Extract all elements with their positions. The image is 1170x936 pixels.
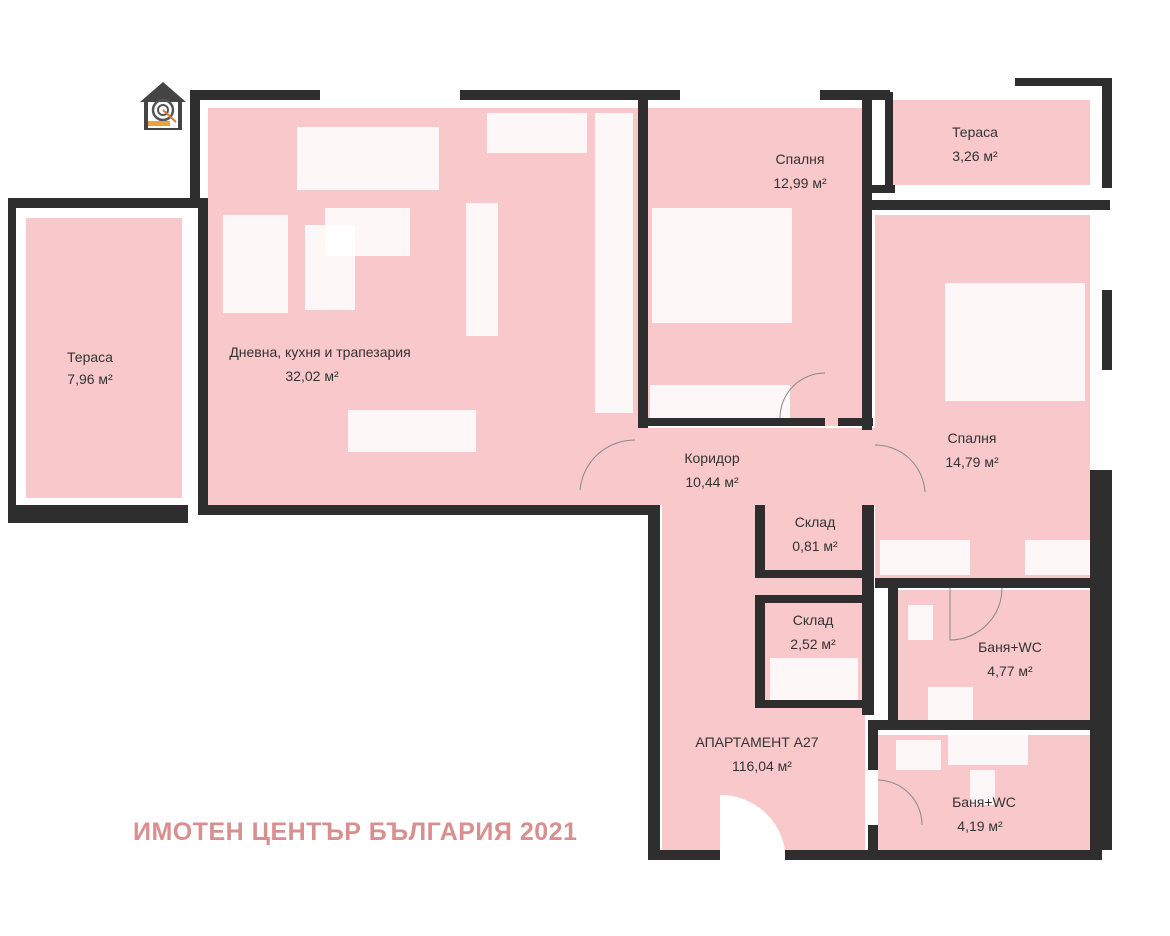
room-terrace-left bbox=[26, 218, 182, 498]
door-swing bbox=[949, 587, 1003, 641]
room-area: 4,19 м² bbox=[957, 818, 1003, 834]
toilet-icon bbox=[970, 770, 995, 805]
apartment-name: АПАРТАМЕНТ А27 bbox=[695, 734, 818, 750]
watermark: ИМОТЕН ЦЕНТЪР БЪЛГАРИЯ 2021 bbox=[133, 818, 578, 846]
room-area: 12,99 м² bbox=[773, 175, 827, 191]
stove-icon bbox=[487, 113, 587, 153]
furniture bbox=[223, 113, 1090, 805]
sink-icon bbox=[896, 740, 941, 770]
room-name: Баня+WC bbox=[978, 639, 1042, 655]
door-swing bbox=[779, 372, 826, 419]
room-name: Дневна, кухня и трапезария bbox=[229, 344, 410, 360]
room-name: Склад bbox=[793, 612, 834, 628]
tv-stand-icon bbox=[466, 203, 498, 336]
room-name: Склад bbox=[795, 514, 836, 530]
room-name: Спалня bbox=[776, 151, 825, 167]
room-area: 2,52 м² bbox=[790, 636, 836, 652]
sofa-icon bbox=[223, 215, 288, 313]
room-name: Тераса bbox=[67, 349, 113, 365]
room-name: Коридор bbox=[684, 450, 740, 466]
room-area: 10,44 м² bbox=[685, 474, 739, 490]
bathtub-icon bbox=[948, 735, 1028, 765]
bed-icon bbox=[652, 208, 792, 323]
sofa-icon bbox=[297, 127, 439, 190]
apartment-area: 116,04 м² bbox=[732, 758, 792, 774]
rug-icon bbox=[325, 208, 410, 256]
entrance-door bbox=[720, 794, 785, 850]
room-area: 14,79 м² bbox=[945, 454, 999, 470]
room-area: 4,77 м² bbox=[987, 663, 1033, 679]
room-terrace-top-right bbox=[893, 100, 1090, 185]
room-area: 3,26 м² bbox=[952, 148, 998, 164]
door-swing bbox=[874, 444, 926, 493]
kitchen-counter-icon bbox=[595, 113, 633, 413]
door-swing bbox=[579, 439, 636, 491]
walls bbox=[8, 78, 1112, 860]
room-area: 0,81 м² bbox=[792, 538, 838, 554]
room-fills bbox=[26, 100, 1090, 850]
wardrobe-icon bbox=[650, 385, 790, 418]
room-name: Тераса bbox=[952, 124, 998, 140]
room-area: 7,96 м² bbox=[67, 371, 113, 387]
room-name: Спалня bbox=[948, 430, 997, 446]
room-storage-1 bbox=[765, 510, 862, 570]
door-swing bbox=[877, 779, 923, 826]
house-target-logo bbox=[138, 80, 188, 132]
room-name: Баня+WC bbox=[952, 794, 1016, 810]
bed-icon bbox=[945, 283, 1085, 401]
desk-icon bbox=[1025, 540, 1090, 575]
logo-icon bbox=[140, 82, 186, 130]
washer-icon bbox=[770, 658, 858, 700]
room-labels: Тераса 7,96 м² Дневна, кухня и трапезари… bbox=[67, 124, 1042, 834]
room-area: 32,02 м² bbox=[285, 368, 339, 384]
dining-table-icon bbox=[348, 410, 476, 452]
sink-icon bbox=[928, 687, 973, 720]
doors bbox=[579, 372, 1003, 850]
toilet-icon bbox=[908, 605, 933, 640]
desk-icon bbox=[880, 540, 970, 575]
